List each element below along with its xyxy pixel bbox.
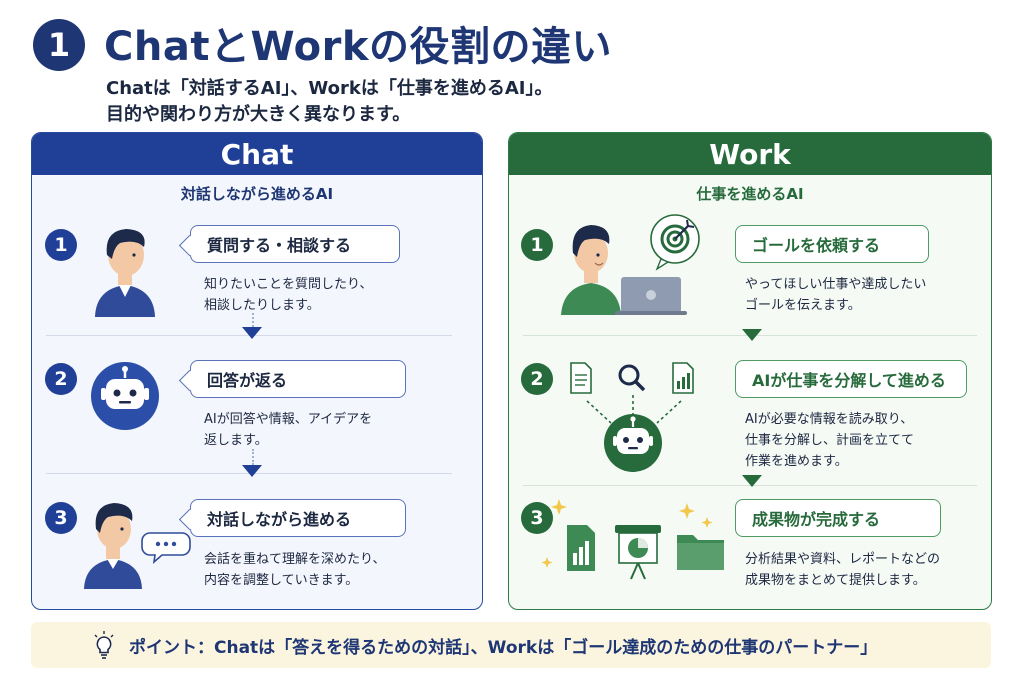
chat-step-1-label: 質問する・相談する xyxy=(178,225,400,263)
chat-step-2-number: 2 xyxy=(45,363,77,395)
chat-step-3-desc: 会話を重ねて理解を深めたり、内容を調整していきます。 xyxy=(204,552,386,588)
deliverables-icon xyxy=(541,499,724,580)
chat-step-1-desc: 知りたいことを質問したり、相談したりします。 xyxy=(204,277,373,313)
robot-icon xyxy=(91,362,159,430)
point-text: ポイント：Chatは「答えを得るための対話」、Workは「ゴール達成のための仕事… xyxy=(129,637,878,658)
work-step-3-label: 成果物が完成する xyxy=(735,499,941,537)
point-bar: ポイント：Chatは「答えを得るための対話」、Workは「ゴール達成のための仕事… xyxy=(31,622,991,668)
chat-flow-arrow-1 xyxy=(242,327,262,339)
chat-flow-arrow-2 xyxy=(242,465,262,477)
work-step-3-number: 3 xyxy=(521,502,553,534)
section-number-badge: 1 xyxy=(33,19,85,71)
robot-tools-icon xyxy=(570,362,694,472)
work-step-1-desc: やってほしい仕事や達成したいゴールを伝えます。 xyxy=(745,277,927,313)
work-step-1-label: ゴールを依頼する xyxy=(735,225,929,263)
person-icon xyxy=(95,229,155,317)
chat-flow-dotline-2 xyxy=(252,449,254,465)
chat-step-2-desc: AIが回答や情報、アイデアを返します。 xyxy=(204,412,373,448)
chat-flow-dotline-1 xyxy=(252,313,254,327)
chat-step-1-number: 1 xyxy=(45,229,77,261)
person-chat-icon xyxy=(84,503,191,589)
work-panel: Work 仕事を進めるAI 1 ゴールを依頼する やってほしい仕事や達成したいゴ… xyxy=(508,132,992,610)
work-flow-arrow-1 xyxy=(742,329,762,341)
page-title: ChatとWorkの役割の違い xyxy=(104,24,612,70)
chat-step-2-label: 回答が返る xyxy=(178,360,406,398)
chat-step-3-number: 3 xyxy=(45,502,77,534)
lightbulb-icon xyxy=(94,631,114,659)
person-laptop-target-icon xyxy=(561,214,700,315)
work-step-2-label: AIが仕事を分解して進める xyxy=(735,360,967,398)
work-step-3-desc: 分析結果や資料、レポートなどの成果物をまとめて提供します。 xyxy=(745,552,941,588)
work-panel-subtitle: 仕事を進めるAI xyxy=(696,185,804,203)
work-panel-title: Work xyxy=(509,133,991,175)
work-step-1-number: 1 xyxy=(521,229,553,261)
page-subtitle-line2: 目的や関わり方が大きく異なります。 xyxy=(106,104,411,125)
chat-panel-subtitle: 対話しながら進めるAI xyxy=(180,185,334,203)
chat-step-3-label: 対話しながら進める xyxy=(178,499,406,537)
chat-panel: Chat 対話しながら進めるAI 1 質問する・相談する 知りたいことを質問した… xyxy=(31,132,483,610)
page-subtitle-line1: Chatは「対話するAI」、Workは「仕事を進めるAI」。 xyxy=(106,78,553,99)
work-step-2-number: 2 xyxy=(521,363,553,395)
chat-panel-title: Chat xyxy=(32,133,482,175)
work-step-2-desc: AIが必要な情報を読み取り、仕事を分解し、計画を立てて作業を進めます。 xyxy=(745,412,915,469)
work-flow-arrow-2 xyxy=(742,475,762,487)
